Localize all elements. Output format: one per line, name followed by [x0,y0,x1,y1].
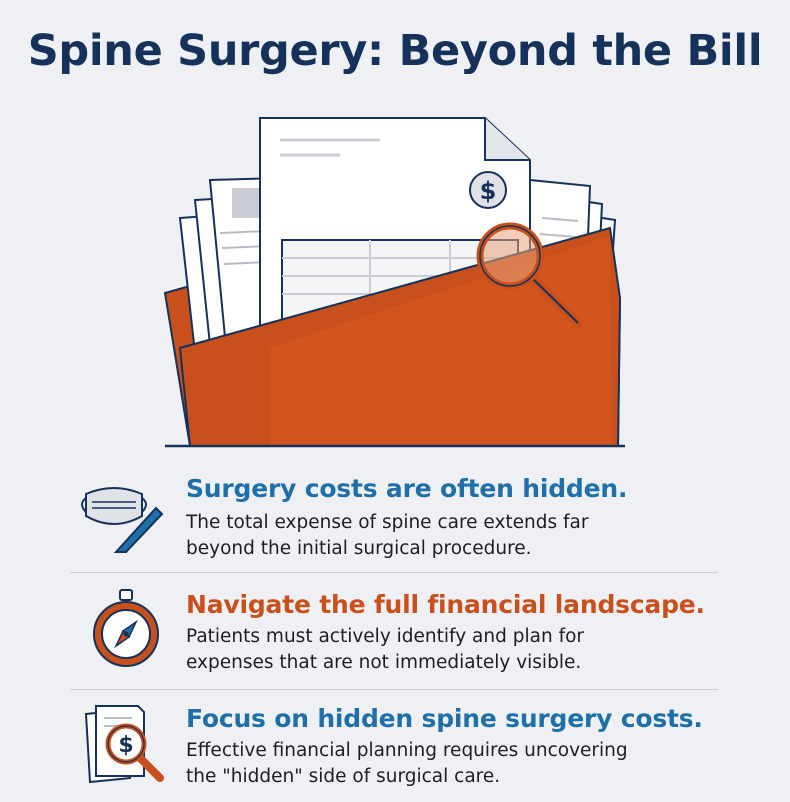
compass-icon [93,589,159,667]
item-body: The total expense of spine care extends … [186,510,746,562]
dollar-icon [469,171,507,209]
item-body-line: The total expense of spine care extends … [186,512,589,533]
list-item: $ Focus on hidden spine surgery costs. E… [0,698,790,798]
page-title: Spine Surgery: Beyond the Bill [27,26,763,76]
folder-bills-illustration: $ [163,117,625,448]
document-magnifier-icon: $ [84,705,164,784]
item-body-line: beyond the initial surgical procedure. [186,538,532,559]
mask-scalpel-icon [81,487,164,553]
item-heading: Focus on hidden spine surgery costs. [186,704,703,733]
item-body-line: Effective financial planning requires un… [186,740,628,761]
divider [70,572,718,573]
item-body-line: expenses that are not immediately visibl… [186,652,582,673]
list-item: Navigate the full financial landscape. P… [0,584,790,684]
list-item: Surgery costs are often hidden. The tota… [0,468,790,568]
item-body: Patients must actively identify and plan… [186,624,746,676]
dollar-symbol: $ [480,177,497,205]
magnifier-icon [476,222,583,328]
divider [70,689,718,690]
item-body-line: Patients must actively identify and plan… [186,626,585,647]
item-body-line: the "hidden" side of surgical care. [186,766,501,787]
item-heading: Navigate the full financial landscape. [186,590,705,619]
item-heading: Surgery costs are often hidden. [186,474,628,503]
item-body: Effective financial planning requires un… [186,738,746,790]
dollar-icon: $ [118,733,133,758]
